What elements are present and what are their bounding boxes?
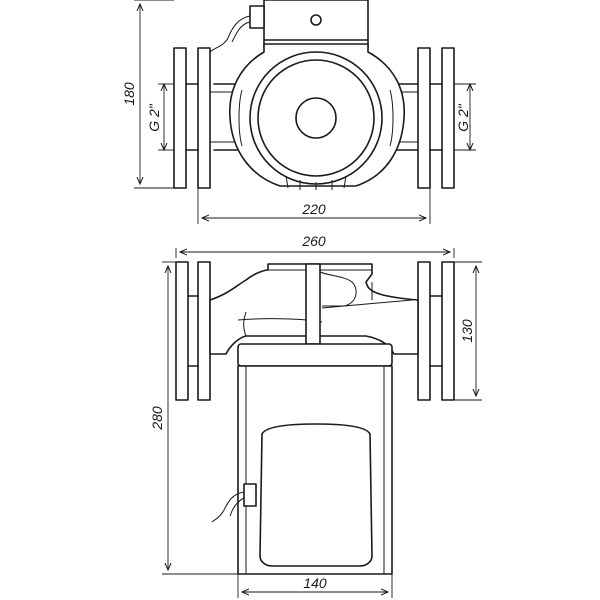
top-pump-housing	[229, 43, 405, 190]
dim-side-flange-height: 130	[454, 261, 482, 401]
motor-label-plate	[259, 423, 373, 567]
dim-thread-left: G 2"	[146, 84, 174, 150]
top-view: 180 G 2" G 2" 220	[121, 0, 476, 224]
side-right-flange	[417, 261, 455, 401]
dim-side-height: 280	[149, 261, 238, 575]
dim-280-label: 280	[149, 406, 165, 431]
thread-right-label: G 2"	[455, 103, 471, 132]
top-right-flange	[417, 47, 455, 189]
side-left-flange	[175, 261, 211, 401]
thread-left-label: G 2"	[146, 103, 162, 132]
dim-top-width: 220	[197, 188, 431, 224]
dim-260-label: 260	[301, 233, 326, 249]
dim-220-label: 220	[301, 201, 326, 217]
dim-180-label: 180	[121, 82, 137, 106]
side-view: 260	[149, 233, 482, 598]
dim-thread-right: G 2"	[454, 84, 476, 150]
top-left-flange	[173, 47, 211, 189]
rotor-housing-outer	[249, 51, 383, 185]
side-shaft	[305, 263, 321, 345]
dim-140-label: 140	[303, 575, 327, 591]
dim-motor-width: 140	[237, 574, 393, 598]
side-motor	[211, 343, 393, 575]
dim-130-label: 130	[459, 319, 475, 343]
dim-side-width: 260	[175, 233, 455, 258]
dim-top-height: 180	[121, 0, 174, 189]
rotor-center	[295, 97, 337, 139]
cable-gland-icon	[243, 483, 257, 507]
screw-icon	[310, 14, 322, 26]
